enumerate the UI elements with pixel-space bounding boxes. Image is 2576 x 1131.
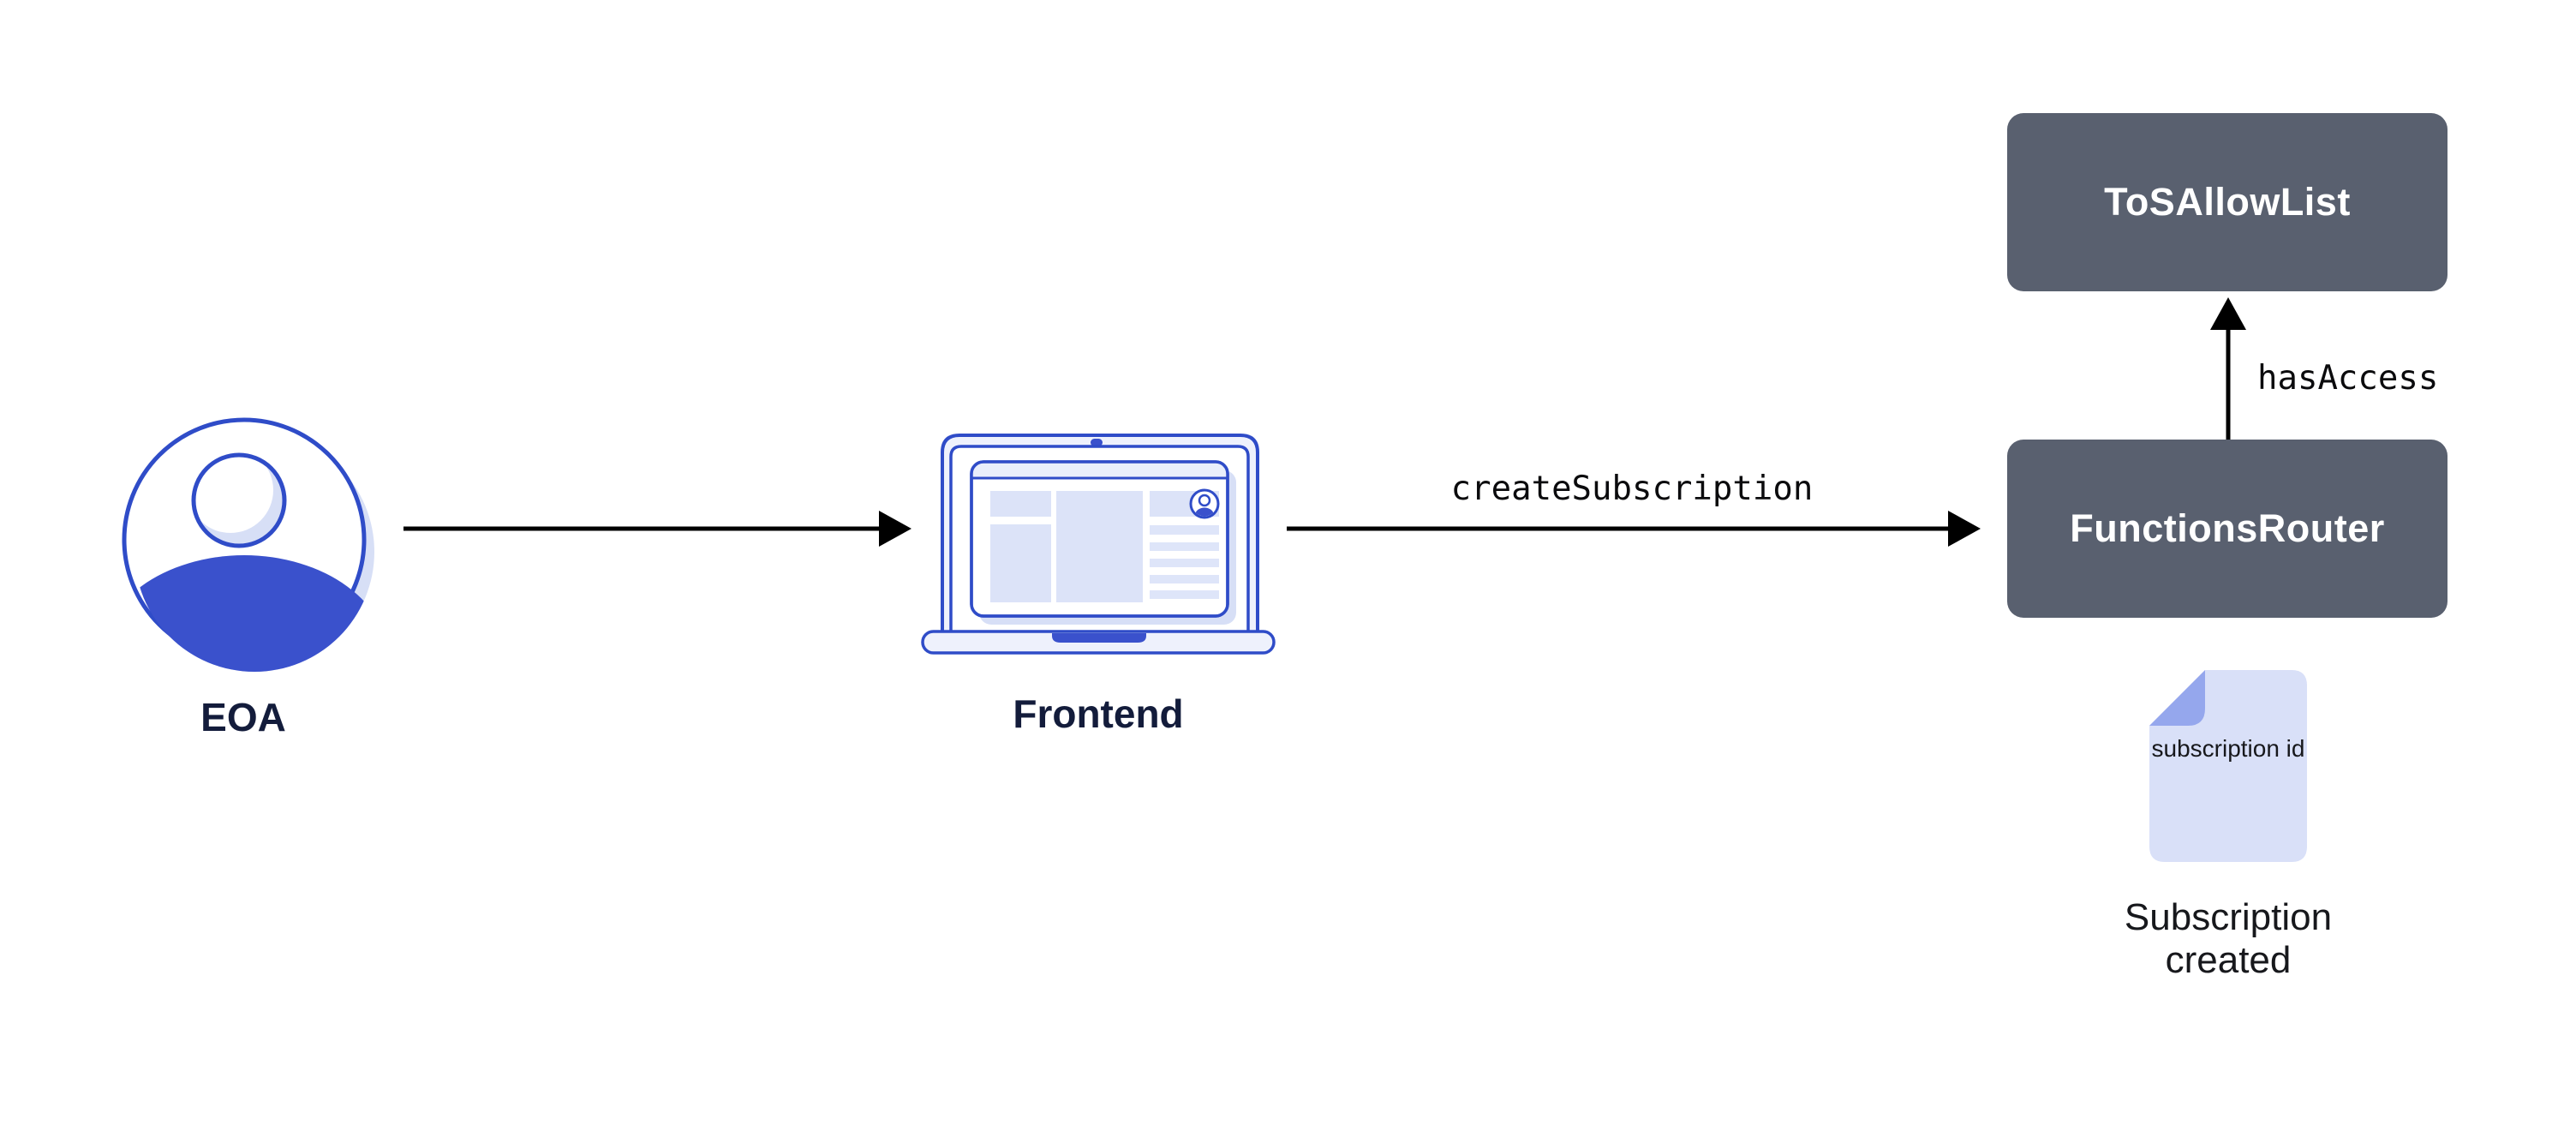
user-avatar-icon xyxy=(122,417,374,672)
laptop-browser-icon xyxy=(921,434,1276,655)
browser-avatar-icon xyxy=(1189,488,1220,519)
tos-allow-list-label: ToSAllowList xyxy=(2104,180,2351,224)
node-functions-router: FunctionsRouter xyxy=(2007,440,2447,618)
edge-label-create-subscription: createSubscription xyxy=(1450,470,1814,508)
subscription-created-caption: Subscription created xyxy=(2124,896,2333,981)
arrow-frontend-to-functionsrouter xyxy=(1287,511,1981,547)
node-tos-allow-list: ToSAllowList xyxy=(2007,113,2447,291)
arrow-functionsrouter-to-tosallowlist xyxy=(2210,297,2246,440)
arrow-eoa-to-frontend xyxy=(403,511,911,547)
webcam-dot xyxy=(1091,439,1103,446)
document-icon xyxy=(2149,670,2307,862)
frontend-label: Frontend xyxy=(1013,691,1184,736)
folded-corner xyxy=(2149,670,2205,726)
eoa-label: EOA xyxy=(200,695,286,739)
document-text: subscription id xyxy=(2151,735,2305,762)
functions-router-label: FunctionsRouter xyxy=(2070,506,2385,550)
edge-label-has-access: hasAccess xyxy=(2257,359,2439,398)
